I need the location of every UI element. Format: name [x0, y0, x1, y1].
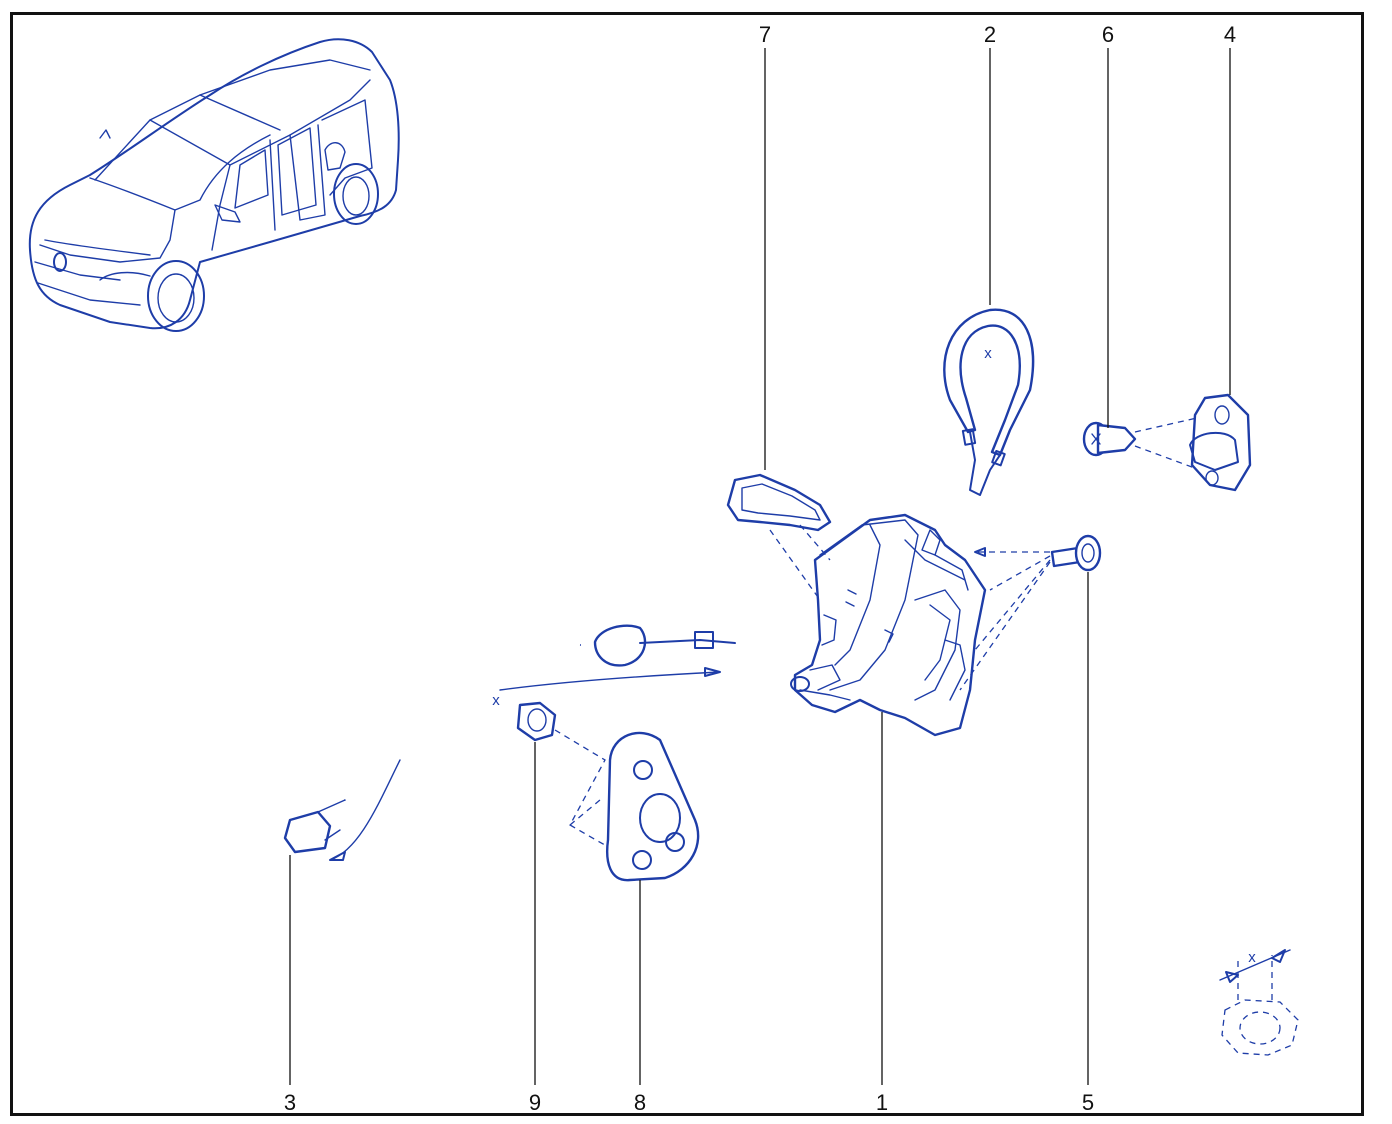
- screw-part-6: [1082, 421, 1137, 457]
- callout-3: 3: [284, 1090, 296, 1115]
- release-cable-part-3: [283, 624, 736, 861]
- callout-6: 6: [1102, 22, 1114, 47]
- nut-part-9: [516, 701, 557, 742]
- callout-5: 5: [1082, 1090, 1094, 1115]
- nut-across-flats-symbol: [1219, 949, 1299, 1056]
- callout-2: 2: [984, 22, 996, 47]
- bolt-part-5: [1050, 534, 1102, 572]
- diagram-frame: [10, 12, 1364, 1116]
- leader-lines: [289, 48, 1231, 1085]
- cable-length-mark: x: [492, 692, 500, 709]
- mounting-plate-part-8: [606, 731, 700, 882]
- callout-1: 1: [876, 1090, 888, 1115]
- gasket-part-7: [726, 473, 832, 532]
- vehicle-illustration: [28, 38, 400, 332]
- callout-4: 4: [1224, 22, 1236, 47]
- callout-8: 8: [634, 1090, 646, 1115]
- striker-part-4: [1189, 393, 1252, 492]
- callout-9: 9: [529, 1090, 541, 1115]
- cable-loop-part-2: [943, 308, 1035, 496]
- lock-mechanism-part-1: [790, 513, 987, 737]
- gasket-size-mark: x: [984, 345, 992, 362]
- callout-7: 7: [759, 22, 771, 47]
- nut-across-flats-mark: x: [1248, 949, 1256, 966]
